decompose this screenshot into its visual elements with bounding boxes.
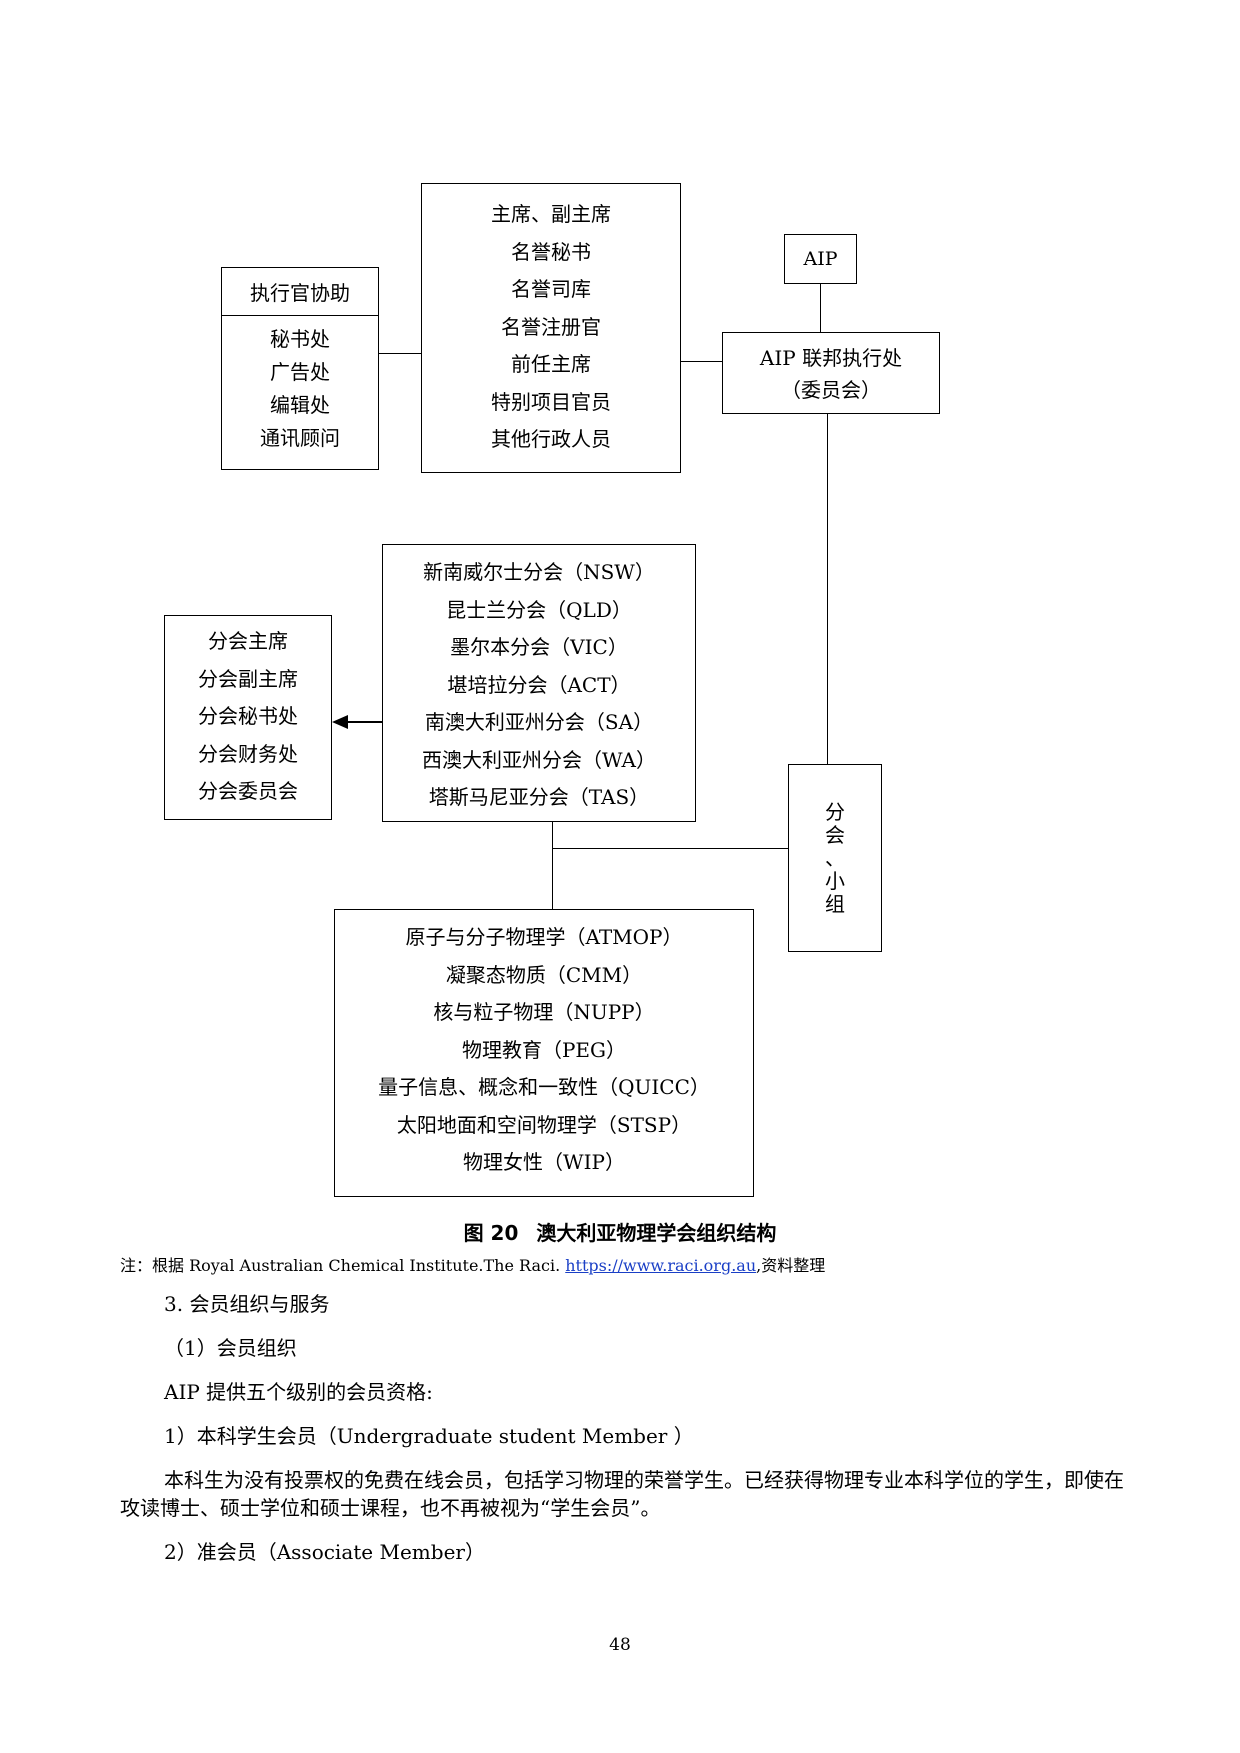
branch-item: 新南威尔士分会（NSW） — [423, 560, 655, 584]
sections-char: 小 — [825, 869, 845, 893]
branch-role-items: 分会主席 分会副主席 分会秘书处 分会财务处 分会委员会 — [165, 623, 331, 811]
connector-aip-federal — [820, 284, 822, 332]
sections-char: 组 — [825, 892, 845, 916]
groups-box: 原子与分子物理学（ATMOP） 凝聚态物质（CMM） 核与粒子物理（NUPP） … — [334, 909, 754, 1197]
source-note: 注：根据 Royal Australian Chemical Institute… — [120, 1252, 825, 1276]
officer-items: 主席、副主席 名誉秘书 名誉司库 名誉注册官 前任主席 特别项目官员 其他行政人… — [422, 196, 680, 459]
officers-box: 主席、副主席 名誉秘书 名誉司库 名誉注册官 前任主席 特别项目官员 其他行政人… — [421, 183, 681, 473]
officer-item: 名誉秘书 — [511, 239, 591, 264]
federal-executive-box: AIP 联邦执行处 （委员会） — [722, 332, 940, 414]
officer-item: 前任主席 — [511, 352, 591, 376]
branch-roles-box: 分会主席 分会副主席 分会秘书处 分会财务处 分会委员会 — [164, 615, 332, 820]
note-suffix: ,资料整理 — [756, 1256, 826, 1275]
group-item: 太阳地面和空间物理学（STSP） — [396, 1112, 692, 1137]
exec-item: 通讯顾问 — [260, 426, 340, 450]
branch-items: 新南威尔士分会（NSW） 昆士兰分会（QLD） 墨尔本分会（VIC） 堪培拉分会… — [383, 554, 695, 817]
arrow-head — [332, 715, 348, 729]
officer-item: 主席、副主席 — [491, 202, 611, 226]
paragraph: AIP 提供五个级别的会员资格: — [164, 1380, 433, 1404]
branch-role-item: 分会副主席 — [198, 666, 298, 691]
branch-role-item: 分会委员会 — [198, 779, 298, 803]
officer-item: 其他行政人员 — [491, 427, 611, 451]
aip-box: AIP — [784, 234, 857, 284]
figure-title: 澳大利亚物理学会组织结构 — [536, 1221, 777, 1245]
group-item: 原子与分子物理学（ATMOP） — [405, 925, 683, 949]
section-heading: 3. 会员组织与服务 — [164, 1292, 330, 1316]
exec-item: 秘书处 — [270, 327, 330, 351]
federal-line: （委员会） — [781, 378, 881, 402]
group-item: 核与粒子物理（NUPP） — [433, 1000, 655, 1024]
branch-role-item: 分会秘书处 — [198, 704, 298, 728]
figure-caption: 图 20 澳大利亚物理学会组织结构 — [0, 1217, 1240, 1246]
subsection-heading: （1）会员组织 — [164, 1336, 297, 1360]
exec-assist-items: 秘书处 广告处 编辑处 通讯顾问 — [222, 323, 378, 455]
branch-item: 堪培拉分会（ACT） — [447, 672, 631, 697]
officer-item: 名誉注册官 — [501, 314, 601, 339]
body-text: 3. 会员组织与服务 （1）会员组织 AIP 提供五个级别的会员资格: 1）本科… — [120, 1290, 1130, 1582]
note-prefix: 注：根据 Royal Australian Chemical Institute… — [120, 1256, 566, 1275]
branch-item: 西澳大利亚州分会（WA） — [421, 747, 656, 772]
sections-box: 分 会 、 小 组 — [788, 764, 882, 952]
sections-char: 、 — [825, 846, 845, 870]
connector-branches-sections — [552, 848, 788, 850]
arrow-shaft — [346, 721, 382, 723]
branch-item: 南澳大利亚州分会（SA） — [424, 710, 654, 734]
group-items: 原子与分子物理学（ATMOP） 凝聚态物质（CMM） 核与粒子物理（NUPP） … — [335, 919, 753, 1182]
sections-char: 分 — [825, 800, 845, 824]
sections-char: 会 — [825, 823, 845, 847]
paragraph: 本科生为没有投票权的免费在线会员，包括学习物理的荣誉学生。已经获得物理专业本科学… — [120, 1468, 1124, 1520]
federal-executive-lines: AIP 联邦执行处 （委员会） — [723, 342, 939, 406]
source-link[interactable]: https://www.raci.org.au — [565, 1256, 757, 1275]
list-heading: 2）准会员（Associate Member） — [164, 1540, 485, 1564]
sections-label: 分 会 、 小 组 — [789, 801, 881, 916]
connector-branches-down — [552, 822, 554, 909]
list-heading: 1）本科学生会员（Undergraduate student Member ） — [164, 1424, 694, 1448]
exec-item: 编辑处 — [270, 393, 330, 417]
branch-item: 墨尔本分会（VIC） — [450, 635, 628, 659]
branch-item: 塔斯马尼亚分会（TAS） — [428, 785, 650, 809]
group-item: 物理女性（WIP） — [463, 1150, 625, 1174]
group-item: 物理教育（PEG） — [461, 1037, 627, 1062]
branch-role-item: 分会财务处 — [198, 741, 298, 766]
federal-line: AIP 联邦执行处 — [759, 346, 903, 370]
connector-federal-sections — [827, 414, 829, 764]
page-number: 48 — [609, 1635, 631, 1655]
group-item: 量子信息、概念和一致性（QUICC） — [378, 1075, 710, 1099]
exec-assist-box: 执行官协助 秘书处 广告处 编辑处 通讯顾问 — [221, 267, 379, 470]
connector-exec-officers — [379, 353, 421, 355]
exec-assist-title: 执行官协助 — [222, 268, 378, 316]
officer-item: 名誉司库 — [511, 277, 591, 301]
officer-item: 特别项目官员 — [491, 389, 611, 414]
exec-item: 广告处 — [270, 360, 330, 384]
connector-officers-federal — [681, 361, 722, 363]
branch-role-item: 分会主席 — [208, 629, 288, 653]
branch-item: 昆士兰分会（QLD） — [446, 597, 632, 622]
figure-number: 图 20 — [463, 1221, 519, 1245]
group-item: 凝聚态物质（CMM） — [445, 962, 643, 987]
branches-box: 新南威尔士分会（NSW） 昆士兰分会（QLD） 墨尔本分会（VIC） 堪培拉分会… — [382, 544, 696, 822]
